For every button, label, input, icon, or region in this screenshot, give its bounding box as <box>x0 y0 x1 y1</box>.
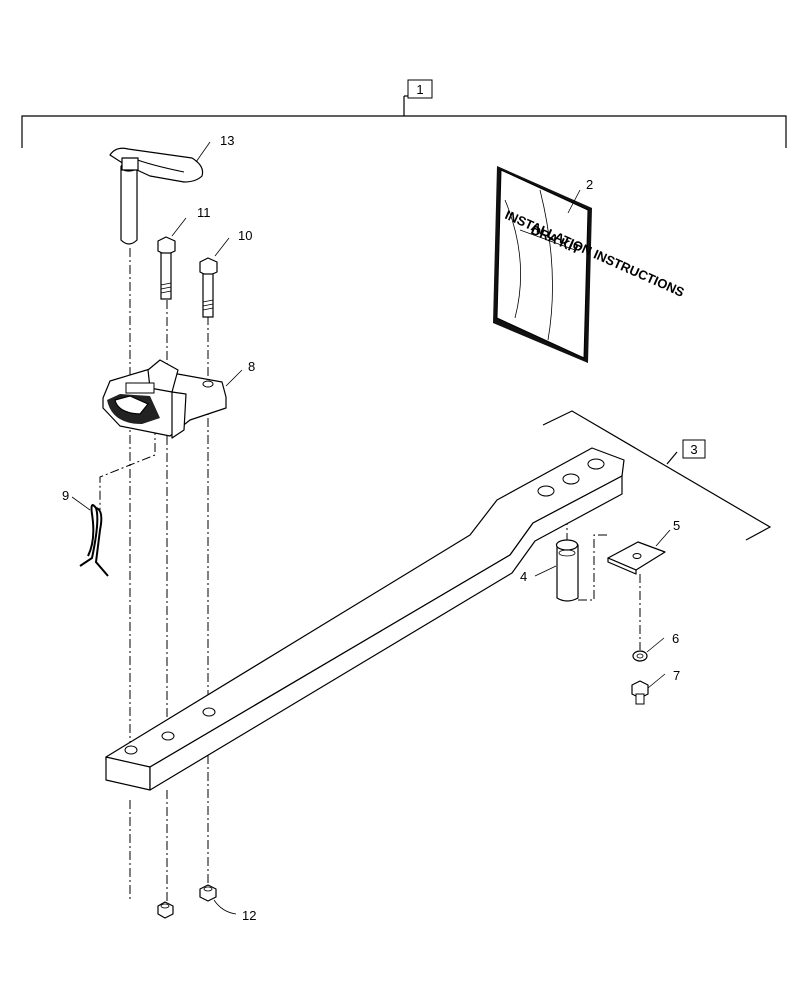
nut-right <box>199 884 217 902</box>
callout-1: 1 <box>407 79 433 99</box>
callout-3-text: 3 <box>690 442 697 457</box>
callout-10: 10 <box>238 228 252 243</box>
callout-5: 5 <box>673 518 680 533</box>
callout-6: 6 <box>672 631 679 646</box>
leader-6 <box>646 637 665 653</box>
leader-5 <box>655 529 671 547</box>
plate <box>607 541 666 575</box>
leader-8 <box>225 369 243 387</box>
pin <box>555 539 579 602</box>
leader-10 <box>214 237 230 257</box>
callout-7: 7 <box>673 668 680 683</box>
leader-2 <box>567 189 581 214</box>
instruction-manual: DRA KIT INSTALLATION INSTRUCTIONS <box>493 166 687 363</box>
hitch-pin <box>109 147 204 245</box>
callout-9: 9 <box>62 488 69 503</box>
kit-group-bracket <box>21 95 787 148</box>
callout-3: 3 <box>682 439 706 459</box>
long-bolt <box>157 236 176 300</box>
drawbar <box>105 447 625 791</box>
washer <box>632 650 648 662</box>
callout-13: 13 <box>220 133 234 148</box>
leader-13 <box>195 141 211 163</box>
leader-11 <box>171 217 187 237</box>
drawbar-group-bracket <box>542 410 772 541</box>
callout-4: 4 <box>520 569 527 584</box>
callout-12: 12 <box>242 908 256 923</box>
leader-7 <box>647 673 666 689</box>
leader-9 <box>71 496 91 511</box>
nut-left <box>157 901 174 919</box>
short-bolt <box>631 680 649 705</box>
callout-8: 8 <box>248 359 255 374</box>
hitch-body <box>102 359 227 439</box>
hairpin-clip <box>79 504 109 577</box>
leader-12 <box>213 899 237 915</box>
callout-2: 2 <box>586 177 593 192</box>
callout-11: 11 <box>197 205 211 220</box>
callout-1-text: 1 <box>416 82 423 97</box>
bolt <box>199 257 218 318</box>
leader-4 <box>534 565 557 577</box>
